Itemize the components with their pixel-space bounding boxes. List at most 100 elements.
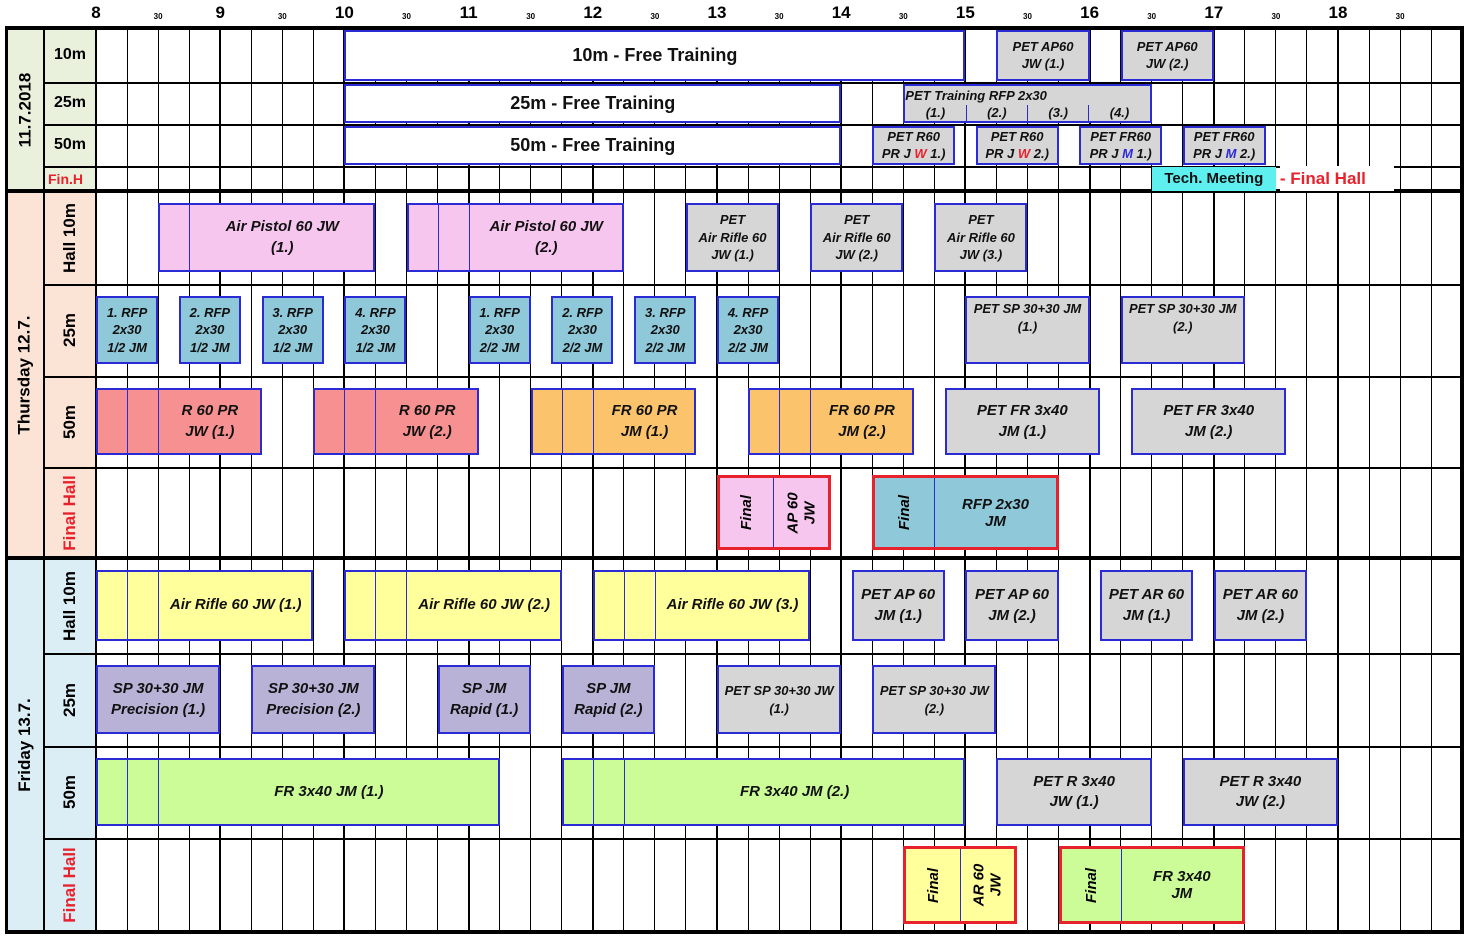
schedule-event[interactable]: PET FR 3x40 JM (1.) bbox=[944, 388, 1100, 455]
schedule-event[interactable]: PET R 3x40 JW (2.) bbox=[1182, 758, 1338, 826]
schedule-event[interactable]: SP JM Rapid (1.) bbox=[437, 665, 531, 734]
schedule-event[interactable]: 10m - Free Training bbox=[344, 30, 966, 81]
event-label: PET Training RFP 2x30 bbox=[905, 87, 1047, 103]
hour-label: 11 bbox=[459, 3, 478, 22]
schedule-event[interactable]: 1. RFP 2x30 2/2 JM bbox=[468, 296, 531, 364]
grid-line-vertical bbox=[281, 28, 283, 932]
schedule-event[interactable]: PET AR 60 JM (2.) bbox=[1213, 570, 1307, 641]
schedule-event[interactable]: 1. RFP 2x30 1/2 JM bbox=[96, 296, 159, 364]
row-label-text: Final Hall bbox=[60, 847, 80, 923]
hour-label: 16 bbox=[1080, 3, 1100, 22]
schedule-event[interactable]: PET FR 3x40 JM (2.) bbox=[1131, 388, 1287, 455]
schedule-event[interactable]: Air Rifle 60 JW (3.) bbox=[592, 570, 811, 641]
event-part: (4.) bbox=[1088, 105, 1149, 121]
event-subdivision bbox=[127, 760, 129, 824]
schedule-event[interactable]: PET Training RFP 2x30(1.)(2.)(3.)(4.) bbox=[903, 84, 1152, 123]
schedule-event[interactable]: PET AP60 JW (1.) bbox=[996, 30, 1090, 81]
grid-line-vertical bbox=[561, 28, 563, 932]
schedule-event[interactable]: 4. RFP 2x30 2/2 JM bbox=[717, 296, 780, 364]
schedule-event[interactable]: 3. RFP 2x30 1/2 JM bbox=[261, 296, 324, 364]
schedule-event[interactable]: 2. RFP 2x30 2/2 JM bbox=[551, 296, 614, 364]
grid-line-vertical bbox=[126, 28, 128, 932]
event-label: 4. RFP 2x30 2/2 JM bbox=[727, 304, 769, 355]
event-label: 3. RFP 2x30 2/2 JM bbox=[645, 304, 686, 355]
schedule-event[interactable]: PET SP 30+30 JM (2.) bbox=[1120, 296, 1245, 364]
event-label: PET SP 30+30 JM (1.) bbox=[973, 301, 1082, 334]
event-label: SP 30+30 JM Precision (1.) bbox=[110, 680, 206, 718]
hour-label: 18 bbox=[1328, 3, 1348, 22]
event-label: FR 3x40 JM (1.) bbox=[274, 782, 384, 800]
grid-line-vertical bbox=[685, 28, 687, 932]
schedule-event[interactable]: 3. RFP 2x30 2/2 JM bbox=[634, 296, 697, 364]
event-label: SP 30+30 JM Precision (2.) bbox=[266, 680, 361, 718]
event-label: 2. RFP 2x30 1/2 JM bbox=[189, 304, 231, 355]
schedule-event[interactable]: Air Pistol 60 JW (1.) bbox=[158, 203, 376, 272]
event-subdivision bbox=[437, 205, 439, 270]
schedule-event[interactable]: PET SP 30+30 JM (1.) bbox=[965, 296, 1090, 364]
grid-line-vertical bbox=[219, 28, 222, 932]
schedule-event[interactable]: 2. RFP 2x30 1/2 JM bbox=[178, 296, 241, 364]
schedule-event[interactable]: PET AP 60 JM (1.) bbox=[851, 570, 945, 641]
final-event-text: Final bbox=[738, 494, 756, 531]
schedule-event[interactable]: R 60 PR JW (2.) bbox=[313, 388, 479, 455]
event-label: R 60 PR JW (2.) bbox=[398, 402, 456, 440]
schedule-event[interactable]: R 60 PR JW (1.) bbox=[96, 388, 262, 455]
day-separator bbox=[6, 930, 1464, 934]
event-part: (1.) bbox=[925, 105, 946, 120]
schedule-event[interactable]: Air Rifle 60 JW (2.) bbox=[344, 570, 562, 641]
day-separator bbox=[6, 189, 1464, 193]
row-label-text: 25m bbox=[60, 682, 79, 717]
grid-line-vertical bbox=[467, 28, 470, 932]
schedule-event[interactable]: 4. RFP 2x30 1/2 JM bbox=[344, 296, 407, 364]
row-label: Final Hall bbox=[44, 838, 96, 932]
schedule-event[interactable]: FR 60 PR JM (2.) bbox=[748, 388, 914, 455]
half-hour-label: 30 bbox=[526, 12, 536, 21]
schedule-event[interactable]: SP 30+30 JM Precision (1.) bbox=[96, 665, 221, 734]
schedule-event[interactable]: SP 30+30 JM Precision (2.) bbox=[251, 665, 376, 734]
schedule-event[interactable]: PET Air Rifle 60 JW (1.) bbox=[685, 203, 780, 272]
event-subdivision bbox=[375, 572, 377, 639]
border-vertical bbox=[95, 26, 97, 934]
day-separator bbox=[6, 556, 1464, 560]
row-label: 25m bbox=[44, 653, 96, 746]
final-event-block[interactable]: Final AP 60 JW bbox=[717, 475, 831, 550]
schedule-event[interactable]: FR 3x40 JM (2.) bbox=[561, 758, 966, 826]
schedule-event[interactable]: PET R 3x40 JW (1.) bbox=[996, 758, 1152, 826]
border-vertical bbox=[43, 26, 45, 934]
row-label: Hall 10m bbox=[44, 558, 96, 653]
event-part: (2.) bbox=[965, 105, 1027, 121]
schedule-event[interactable]: Air Rifle 60 JW (1.) bbox=[96, 570, 314, 641]
event-label: FR 3x40 JM (2.) bbox=[740, 782, 850, 800]
schedule-event[interactable]: PET Air Rifle 60 JW (3.) bbox=[934, 203, 1028, 272]
row-label: Final Hall bbox=[44, 467, 96, 558]
schedule-event[interactable]: FR 3x40 JM (1.) bbox=[96, 758, 500, 826]
final-event-part: RFP 2x30 JM bbox=[934, 478, 1056, 547]
schedule-event[interactable]: SP JM Rapid (2.) bbox=[561, 665, 655, 734]
schedule-event[interactable]: PET AP 60 JM (2.) bbox=[965, 570, 1059, 641]
half-hour-label: 30 bbox=[277, 12, 287, 21]
schedule-event[interactable]: PET AP60 JW (2.) bbox=[1120, 30, 1214, 81]
row-label: 50m bbox=[44, 124, 96, 166]
schedule-event[interactable]: 50m - Free Training bbox=[344, 126, 842, 165]
final-event-text: AP 60 JW bbox=[784, 491, 819, 534]
grid-line-vertical bbox=[1399, 28, 1401, 932]
half-hour-label: 30 bbox=[1395, 12, 1405, 21]
schedule-event[interactable]: 25m - Free Training bbox=[344, 84, 842, 123]
schedule-event[interactable]: PET SP 30+30 JW (2.) bbox=[872, 665, 997, 734]
schedule-event[interactable]: Tech. Meeting bbox=[1151, 167, 1276, 191]
schedule-event[interactable]: PET AR 60 JM (1.) bbox=[1099, 570, 1194, 641]
schedule-event[interactable]: FR 60 PR JM (1.) bbox=[530, 388, 697, 455]
event-subdivision bbox=[654, 572, 656, 639]
schedule-event[interactable]: Air Pistol 60 JW (2.) bbox=[406, 203, 624, 272]
event-label: Tech. Meeting bbox=[1164, 169, 1264, 187]
schedule-event[interactable]: PET SP 30+30 JW (1.) bbox=[717, 665, 842, 734]
schedule-event[interactable]: PET Air Rifle 60 JW (2.) bbox=[810, 203, 904, 272]
